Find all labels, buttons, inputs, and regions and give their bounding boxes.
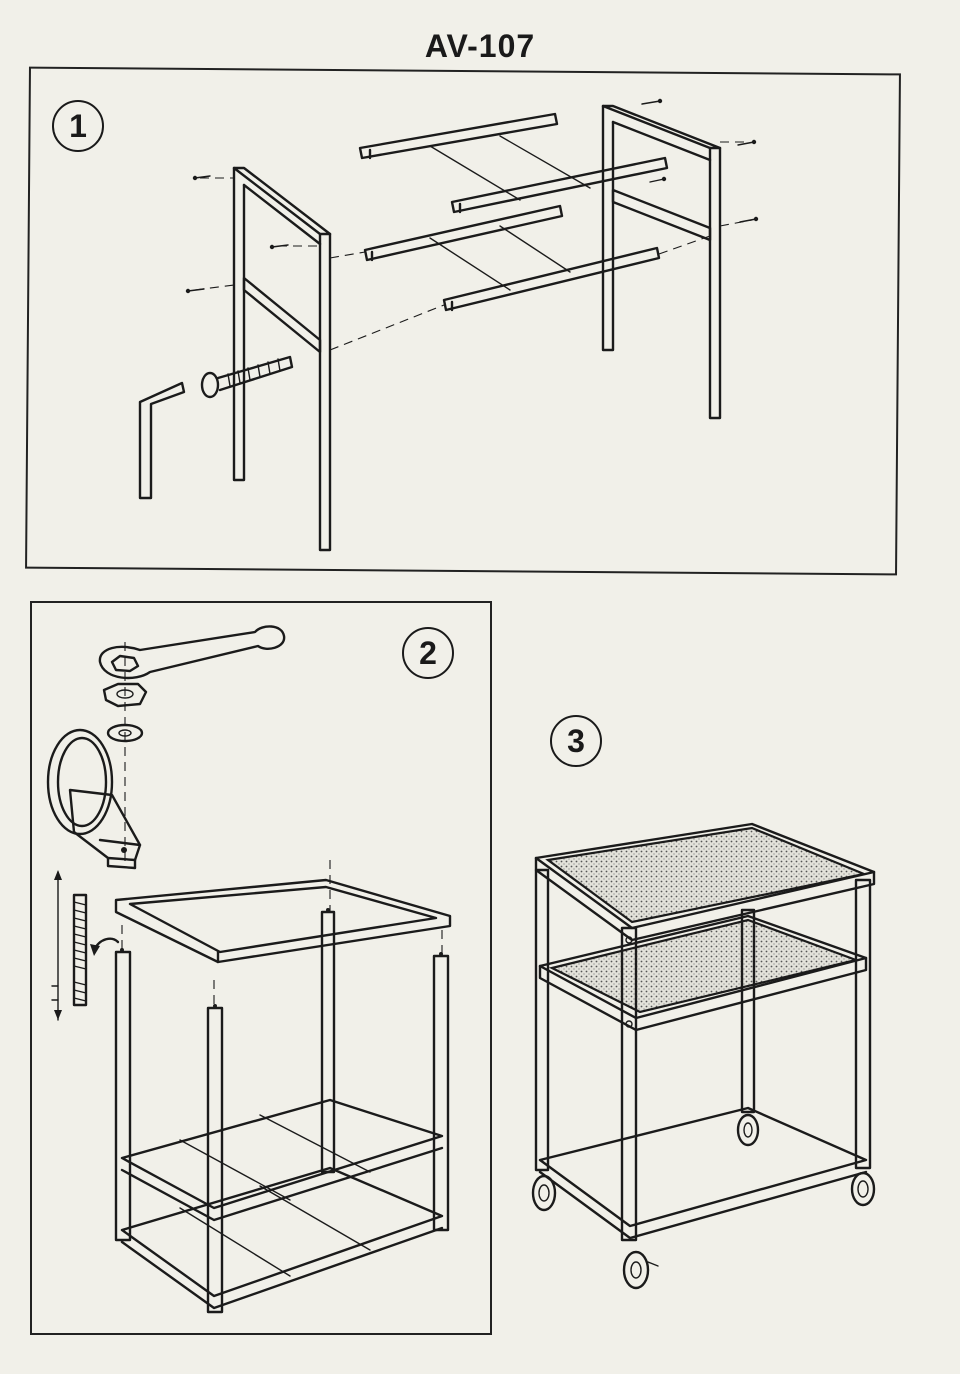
step-3-drawing (531, 822, 876, 1290)
long-bolt (200, 355, 294, 399)
top-frame (114, 878, 452, 964)
screws (185, 98, 759, 294)
step-2-number: 2 (402, 627, 454, 679)
step-2-panel (30, 601, 492, 1335)
crossbars (358, 112, 669, 312)
step-1-drawing (138, 98, 759, 552)
wrench (98, 625, 286, 680)
step-1-number: 1 (52, 100, 104, 152)
frame-posts (114, 908, 450, 1314)
bottom-frame (538, 1106, 868, 1240)
lower-frame (120, 1098, 444, 1310)
threaded-stem (51, 870, 120, 1021)
cart-posts (534, 868, 872, 1242)
model-title: AV-107 (424, 28, 536, 64)
caster-wheel (46, 728, 142, 870)
cart-casters (531, 1113, 876, 1290)
left-side-frame (232, 166, 332, 552)
step-3-number: 3 (550, 715, 602, 767)
middle-shelf (538, 914, 868, 1032)
top-shelf (534, 822, 876, 942)
right-side-frame (601, 104, 722, 420)
step-2-drawing (46, 625, 452, 1314)
allen-key (138, 381, 186, 500)
